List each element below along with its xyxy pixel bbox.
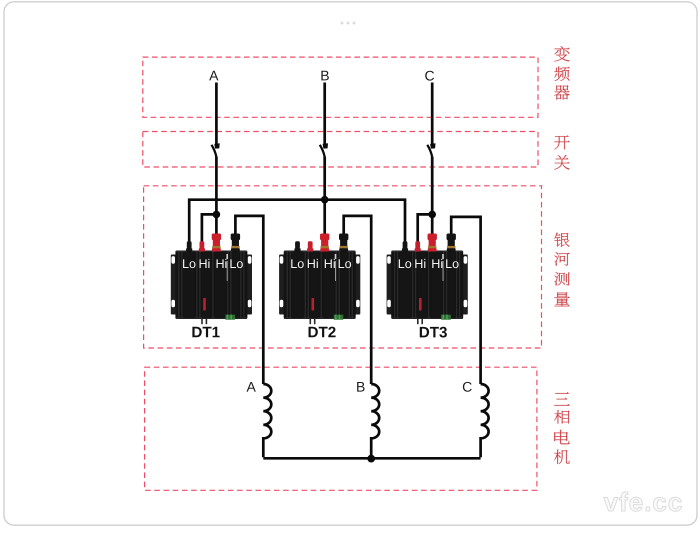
svg-text:DT1: DT1	[191, 324, 220, 341]
svg-text:B: B	[320, 67, 329, 83]
svg-text:DT2: DT2	[308, 324, 337, 341]
svg-text:B: B	[356, 379, 365, 395]
svg-text:C: C	[425, 67, 435, 83]
svg-text:A: A	[246, 379, 256, 395]
svg-text:C: C	[462, 379, 472, 395]
svg-text:A: A	[209, 67, 219, 83]
svg-text:vfe.cc: vfe.cc	[604, 487, 684, 517]
svg-text:DT3: DT3	[419, 324, 448, 341]
